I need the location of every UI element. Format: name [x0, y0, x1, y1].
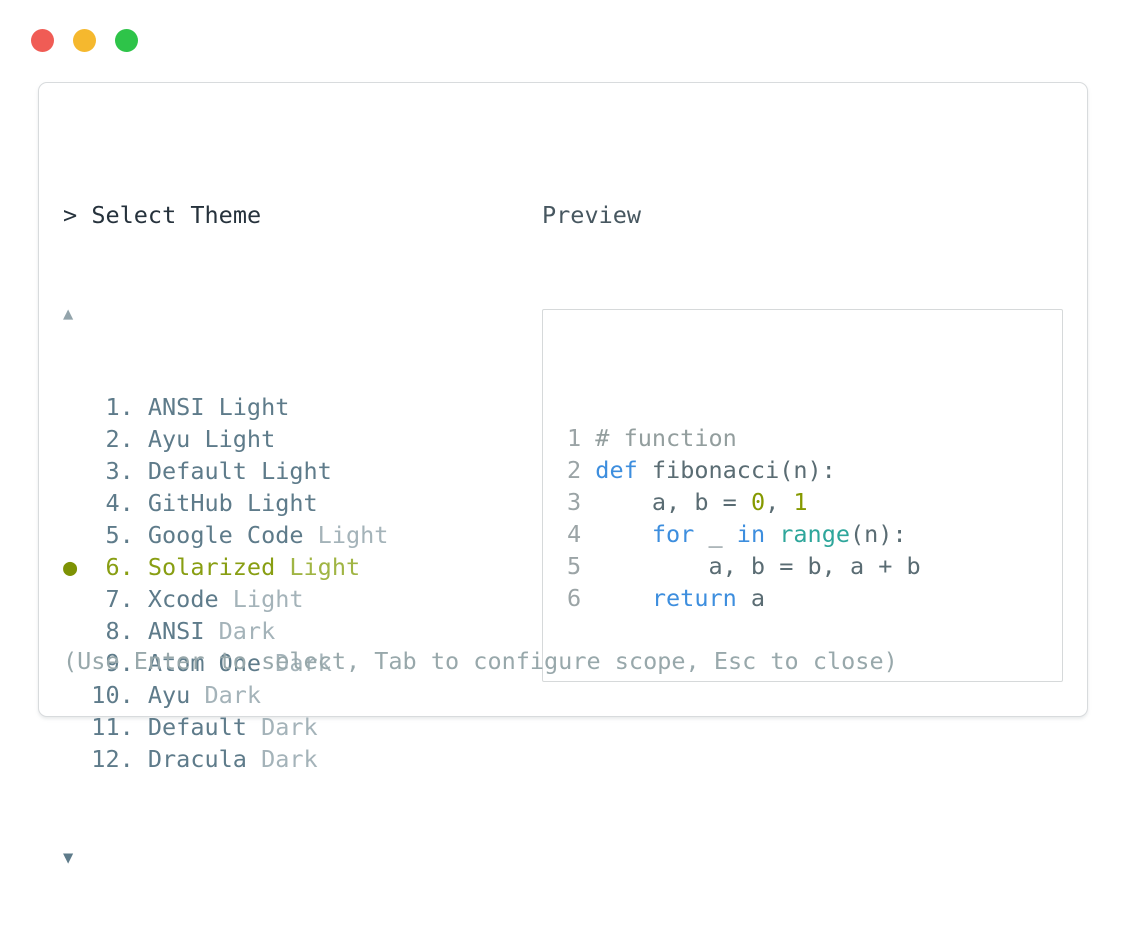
bullet-slot: [63, 457, 91, 485]
code-line: 3 a, b = 0, 1: [567, 486, 1062, 518]
theme-option-label: 9. Atom One: [91, 649, 276, 677]
theme-option-7[interactable]: 7. Xcode Light: [63, 583, 388, 615]
code-token: fibonacci(n):: [637, 456, 836, 484]
code-line: 6 return a: [567, 582, 1062, 614]
code-token: _: [694, 520, 737, 548]
line-number: 1: [567, 424, 596, 452]
theme-variant-label: Light: [246, 489, 318, 517]
theme-variant-label: Dark: [261, 745, 318, 773]
preview-title: Preview: [542, 201, 642, 229]
code-token: [765, 520, 779, 548]
bullet-slot: [63, 681, 91, 709]
code-token: ,: [765, 488, 794, 516]
code-token: # function: [595, 424, 737, 452]
theme-option-5[interactable]: 5. Google Code Light: [63, 519, 388, 551]
line-number: 5: [567, 552, 596, 580]
code-line: 5 a, b = b, a + b: [567, 550, 1062, 582]
theme-option-4[interactable]: 4. GitHub Light: [63, 487, 388, 519]
bullet-slot: [63, 521, 91, 549]
theme-list-section: > Select Theme ▲ 1. ANSI Light 2. Ayu Lig…: [63, 135, 388, 935]
minimize-window-button[interactable]: [73, 29, 96, 52]
theme-option-label: 4. GitHub: [91, 489, 247, 517]
bullet-slot: [63, 585, 91, 613]
theme-option-label: 3. Default: [91, 457, 262, 485]
code-line: 2 def fibonacci(n):: [567, 454, 1062, 486]
theme-variant-label: Light: [289, 553, 361, 581]
code-line: 4 for _ in range(n):: [567, 518, 1062, 550]
close-window-button[interactable]: [31, 29, 54, 52]
line-number: 3: [567, 488, 596, 516]
theme-option-2[interactable]: 2. Ayu Light: [63, 423, 388, 455]
theme-option-label: 10. Ayu: [91, 681, 205, 709]
code-blank-line: [567, 678, 1062, 681]
line-number: 6: [567, 584, 596, 612]
theme-option-11[interactable]: 11. Default Dark: [63, 711, 388, 743]
code-token: for: [651, 520, 695, 548]
code-token: range: [779, 520, 850, 548]
theme-variant-label: Dark: [275, 649, 332, 677]
theme-list: 1. ANSI Light 2. Ayu Light 3. Default Li…: [63, 391, 388, 775]
theme-option-1[interactable]: 1. ANSI Light: [63, 391, 388, 423]
theme-variant-label: Dark: [204, 681, 262, 709]
bullet-slot: [63, 393, 91, 421]
desktop: > Select Theme ▲ 1. ANSI Light 2. Ayu Lig…: [31, 29, 1088, 868]
theme-option-label: 1. ANSI: [91, 393, 219, 421]
window-controls: [31, 29, 138, 52]
zoom-window-button[interactable]: [115, 29, 138, 52]
theme-variant-label: Light: [317, 521, 389, 549]
theme-option-label: 11. Default: [91, 713, 262, 741]
theme-option-9[interactable]: 9. Atom One Dark: [63, 647, 388, 679]
scroll-down-row: ▼: [63, 839, 388, 871]
prompt-title: Select Theme: [91, 201, 262, 229]
theme-picker-dialog: > Select Theme ▲ 1. ANSI Light 2. Ayu Lig…: [38, 82, 1088, 868]
bullet-slot: [63, 745, 91, 773]
theme-option-label: 8. ANSI: [91, 617, 219, 645]
code-token: a, b = b, a + b: [595, 552, 921, 580]
theme-option-3[interactable]: 3. Default Light: [63, 455, 388, 487]
theme-variant-label: Dark: [218, 617, 276, 645]
theme-option-6[interactable]: ● 6. Solarized Light: [63, 551, 388, 583]
prompt-caret: >: [63, 201, 78, 229]
theme-variant-label: Light: [204, 425, 276, 453]
code-token: a, b =: [595, 488, 751, 516]
code-token: [595, 520, 652, 548]
theme-option-label: 12. Dracula: [91, 745, 262, 773]
code-token: 0: [750, 488, 766, 516]
code-token: [595, 584, 652, 612]
theme-option-label: 7. Xcode: [91, 585, 233, 613]
theme-option-10[interactable]: 10. Ayu Dark: [63, 679, 388, 711]
code-token: 1: [793, 488, 808, 516]
selected-bullet-icon: ●: [63, 553, 92, 581]
code-token: a: [736, 584, 766, 612]
code-token: def: [595, 456, 638, 484]
theme-option-label: 5. Google Code: [91, 521, 318, 549]
code-token: return: [651, 584, 737, 612]
theme-option-label: 2. Ayu: [91, 425, 205, 453]
bullet-slot: [63, 425, 91, 453]
prompt: > Select Theme: [63, 199, 388, 231]
theme-variant-label: Light: [261, 457, 332, 485]
scroll-up-row: ▲: [63, 295, 388, 327]
line-number: 4: [567, 520, 596, 548]
theme-option-8[interactable]: 8. ANSI Dark: [63, 615, 388, 647]
theme-option-label: 6. Solarized: [91, 553, 290, 581]
bullet-slot: [63, 713, 91, 741]
scroll-down-icon[interactable]: ▼: [63, 848, 74, 868]
help-hint: (Use Enter to select, Tab to configure s…: [63, 647, 898, 675]
theme-variant-label: Dark: [261, 713, 318, 741]
code-line: 1 # function: [567, 422, 1062, 454]
theme-option-12[interactable]: 12. Dracula Dark: [63, 743, 388, 775]
line-number: 2: [567, 456, 596, 484]
theme-variant-label: Light: [218, 393, 290, 421]
code-token: in: [736, 520, 766, 548]
theme-variant-label: Light: [232, 585, 304, 613]
bullet-slot: [63, 617, 91, 645]
scroll-up-icon[interactable]: ▲: [63, 304, 74, 324]
bullet-slot: [63, 489, 91, 517]
code-token: (n):: [850, 520, 907, 548]
